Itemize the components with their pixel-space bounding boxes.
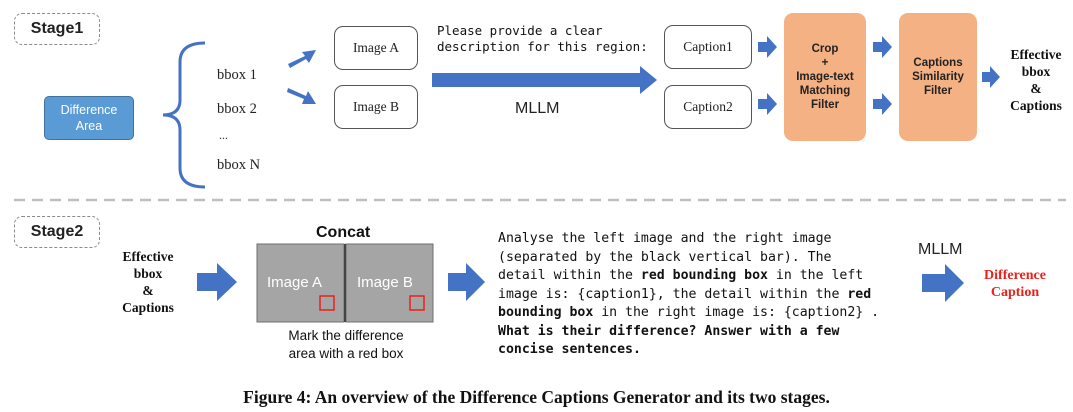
- arrow-filter-top-icon: [873, 36, 892, 58]
- arrow-to-prompt-icon: [448, 263, 485, 301]
- arrow-caption2-icon: [758, 93, 777, 115]
- arrow-to-concat-icon: [197, 263, 237, 301]
- stage2-input: Effective bbox & Captions: [115, 248, 181, 316]
- stage1-tag-label: Stage1: [30, 20, 84, 37]
- stage2-prompt-line: image is: {caption1}, the detail within …: [498, 286, 872, 302]
- image-b-box: Image B: [334, 85, 418, 129]
- stage2-input-line2: bbox: [133, 266, 163, 281]
- difference-caption-line2: Caption: [990, 285, 1040, 300]
- mark-note-line2: area with a red box: [288, 346, 404, 361]
- concat-label: Concat: [316, 224, 371, 241]
- image-text-matching-filter: Crop + Image-text Matching Filter: [784, 13, 866, 141]
- stage1-mllm-label: MLLM: [515, 100, 560, 117]
- concat-image-left: [256, 243, 345, 323]
- arrow-filter-bottom-icon: [873, 93, 892, 115]
- filter1-line5: Filter: [810, 99, 840, 111]
- stage1-output-line4: Captions: [1010, 98, 1062, 113]
- caption1-box: Caption1: [664, 25, 752, 69]
- difference-area-box: Difference Area: [44, 96, 134, 140]
- mark-note-line1: Mark the difference: [288, 328, 404, 343]
- filter1-line2: +: [821, 57, 829, 69]
- stage2-prompt: Analyse the left image and the right ima…: [498, 230, 879, 360]
- curly-brace-icon: [162, 41, 206, 189]
- stage2-prompt-line: concise sentences.: [498, 342, 641, 357]
- red-box-left: [319, 295, 335, 311]
- filter2-line3: Filter: [923, 85, 953, 97]
- concat-image-right: [345, 243, 434, 323]
- stage2-prompt-line: detail within the red bounding box in th…: [498, 268, 864, 283]
- stage1-output-line2: bbox: [1021, 64, 1051, 79]
- caption2-box: Caption2: [664, 85, 752, 129]
- arrow-to-image-a-icon: [288, 50, 316, 68]
- stage1-prompt-line2: description for this region:: [437, 39, 648, 54]
- filter2-line2: Similarity: [912, 71, 964, 83]
- captions-similarity-filter: Captions Similarity Filter: [899, 13, 977, 141]
- stage1-output-line3: &: [1030, 81, 1042, 96]
- stage2-prompt-line: What is their difference? Answer with a …: [498, 323, 840, 339]
- stage2-prompt-line: Analyse the left image and the right ima…: [498, 231, 832, 246]
- mllm-arrow-icon: [432, 66, 657, 94]
- filter2-line1: Captions: [913, 57, 963, 69]
- stage1-tag: Stage1: [14, 13, 100, 45]
- stage2-tag-label: Stage2: [30, 223, 84, 240]
- difference-area-line2: Area: [75, 119, 103, 133]
- difference-area-line1: Difference: [60, 103, 118, 117]
- filter1-line1: Crop: [811, 43, 839, 55]
- stage2-input-line3: &: [142, 283, 154, 298]
- stage2-prompt-line: bounding box in the right image is: {cap…: [498, 305, 880, 320]
- filter1-line4: Matching: [799, 85, 851, 97]
- bbox-ellipsis-label: ...: [219, 128, 228, 142]
- concat-image-a-label: Image A: [267, 274, 323, 291]
- arrow-caption1-icon: [758, 36, 777, 58]
- stage1-output: Effective bbox & Captions: [1004, 46, 1068, 114]
- image-b-label: Image B: [352, 99, 400, 114]
- stage2-input-line4: Captions: [122, 300, 174, 315]
- bbox-1-label: bbox 1: [217, 67, 257, 83]
- difference-caption-line1: Difference: [984, 268, 1046, 283]
- difference-caption-output: Difference Caption: [974, 267, 1056, 301]
- mark-difference-note: Mark the difference area with a red box: [258, 327, 434, 363]
- stage2-input-line1: Effective: [122, 249, 174, 264]
- stage1-prompt-line1: Please provide a clear: [437, 23, 603, 38]
- caption2-label: Caption2: [683, 99, 733, 114]
- filter1-line3: Image-text: [796, 71, 854, 83]
- image-a-label: Image A: [352, 40, 400, 55]
- stage1-output-line1: Effective: [1010, 47, 1062, 62]
- figure-caption: Figure 4: An overview of the Difference …: [243, 387, 830, 407]
- arrow-to-output-icon: [982, 66, 1000, 88]
- bbox-n-label: bbox N: [217, 157, 261, 173]
- caption1-label: Caption1: [683, 39, 733, 54]
- stage2-tag: Stage2: [14, 216, 100, 248]
- image-a-box: Image A: [334, 26, 418, 70]
- stage1-prompt: Please provide a clear description for t…: [437, 23, 648, 55]
- red-box-right: [409, 295, 425, 311]
- arrow-mllm-stage2-icon: [922, 264, 964, 302]
- stage2-prompt-line: (separated by the black vertical bar). T…: [498, 249, 832, 265]
- arrow-to-image-b-icon: [287, 88, 316, 104]
- bbox-2-label: bbox 2: [217, 101, 257, 117]
- concat-image-b-label: Image B: [357, 274, 413, 291]
- stage2-mllm-label: MLLM: [918, 241, 963, 258]
